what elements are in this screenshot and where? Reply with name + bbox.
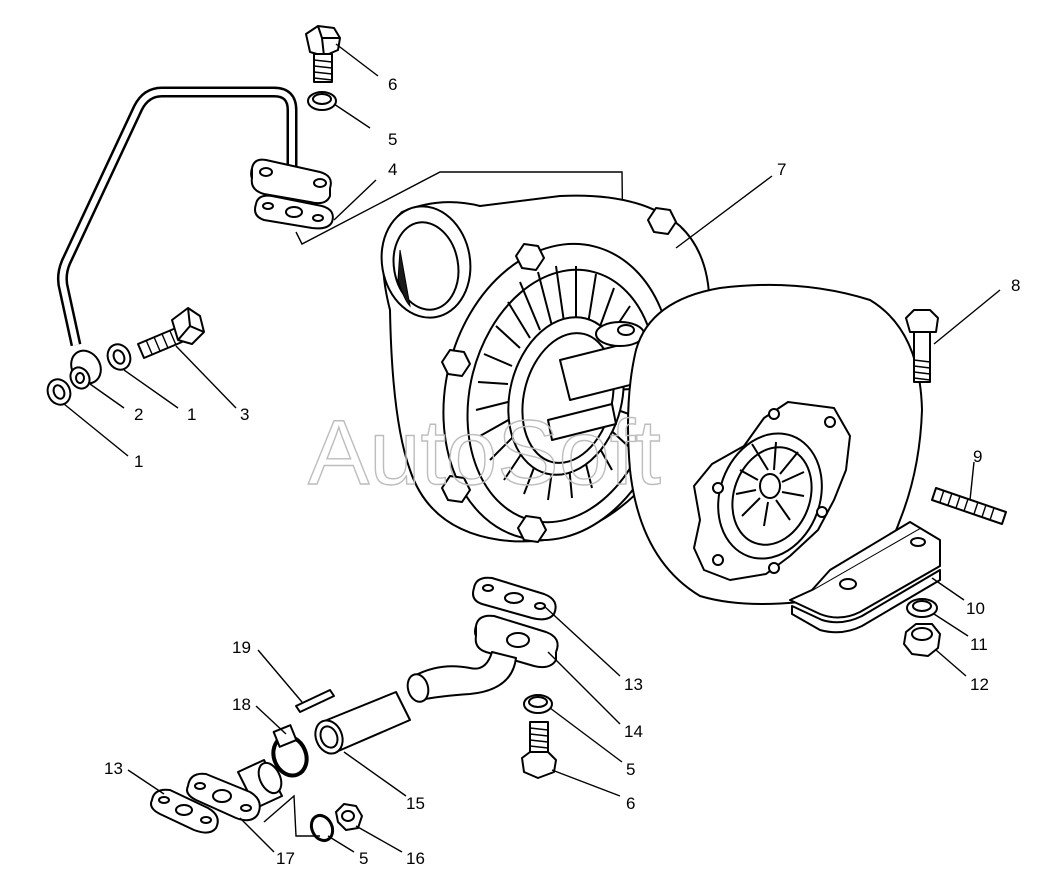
cotter-pin-19 <box>295 689 335 713</box>
callout-10: 10 <box>966 599 985 618</box>
washer-1-left <box>46 378 72 406</box>
clamp-18 <box>271 724 309 778</box>
hose-15 <box>314 691 411 755</box>
callout-8: 8 <box>1011 276 1020 295</box>
callout-2: 2 <box>134 405 143 424</box>
callout-12: 12 <box>970 675 989 694</box>
nut-16 <box>335 803 363 831</box>
callout-18: 18 <box>232 695 251 714</box>
callout-1-mid: 1 <box>187 405 196 424</box>
washer-5-bottom <box>309 813 335 843</box>
callout-1-low: 1 <box>134 452 143 471</box>
stud-9 <box>931 487 1007 525</box>
banjo-bolt-3 <box>137 307 205 359</box>
oil-supply-pipe <box>56 86 298 390</box>
callout-5-bottom: 5 <box>359 849 368 868</box>
turbine-housing <box>627 283 941 634</box>
callout-5-mid: 5 <box>626 760 635 779</box>
callout-9: 9 <box>973 447 982 466</box>
gasket-13-lower <box>150 788 219 834</box>
callout-7: 7 <box>777 160 786 179</box>
callout-5-top: 5 <box>388 130 397 149</box>
bolt-6-top <box>305 25 341 83</box>
callout-15: 15 <box>406 794 425 813</box>
washer-11 <box>906 598 938 618</box>
callout-14: 14 <box>624 722 643 741</box>
callout-11: 11 <box>970 635 988 654</box>
callout-3: 3 <box>240 405 249 424</box>
callout-labels: 6 5 4 7 8 2 1 3 1 9 10 11 12 19 13 18 14… <box>104 75 1020 868</box>
pipe-flange <box>250 158 332 205</box>
leader-lines <box>63 43 1001 853</box>
callout-6-bottom: 6 <box>626 794 635 813</box>
gasket-13-upper <box>472 576 557 621</box>
watermark-text: AutoSoft <box>308 402 661 504</box>
callout-13-upper: 13 <box>624 675 643 694</box>
callout-19: 19 <box>232 638 251 657</box>
nut-12 <box>903 623 941 657</box>
washer-5-top <box>307 91 337 111</box>
bolt-8 <box>905 309 939 383</box>
callout-6-top: 6 <box>388 75 397 94</box>
washer-5-mid <box>523 694 553 714</box>
washer-1-right <box>106 343 132 371</box>
drain-elbow-14 <box>406 614 559 703</box>
callout-16: 16 <box>406 849 425 868</box>
housing-bolts <box>441 207 677 543</box>
callout-4: 4 <box>388 160 397 179</box>
bolt-6-bottom <box>521 721 557 779</box>
callout-13-lower: 13 <box>104 759 123 778</box>
callout-17: 17 <box>276 849 295 868</box>
drain-pipe-17 <box>186 759 320 837</box>
turbine-wheel <box>735 441 805 527</box>
